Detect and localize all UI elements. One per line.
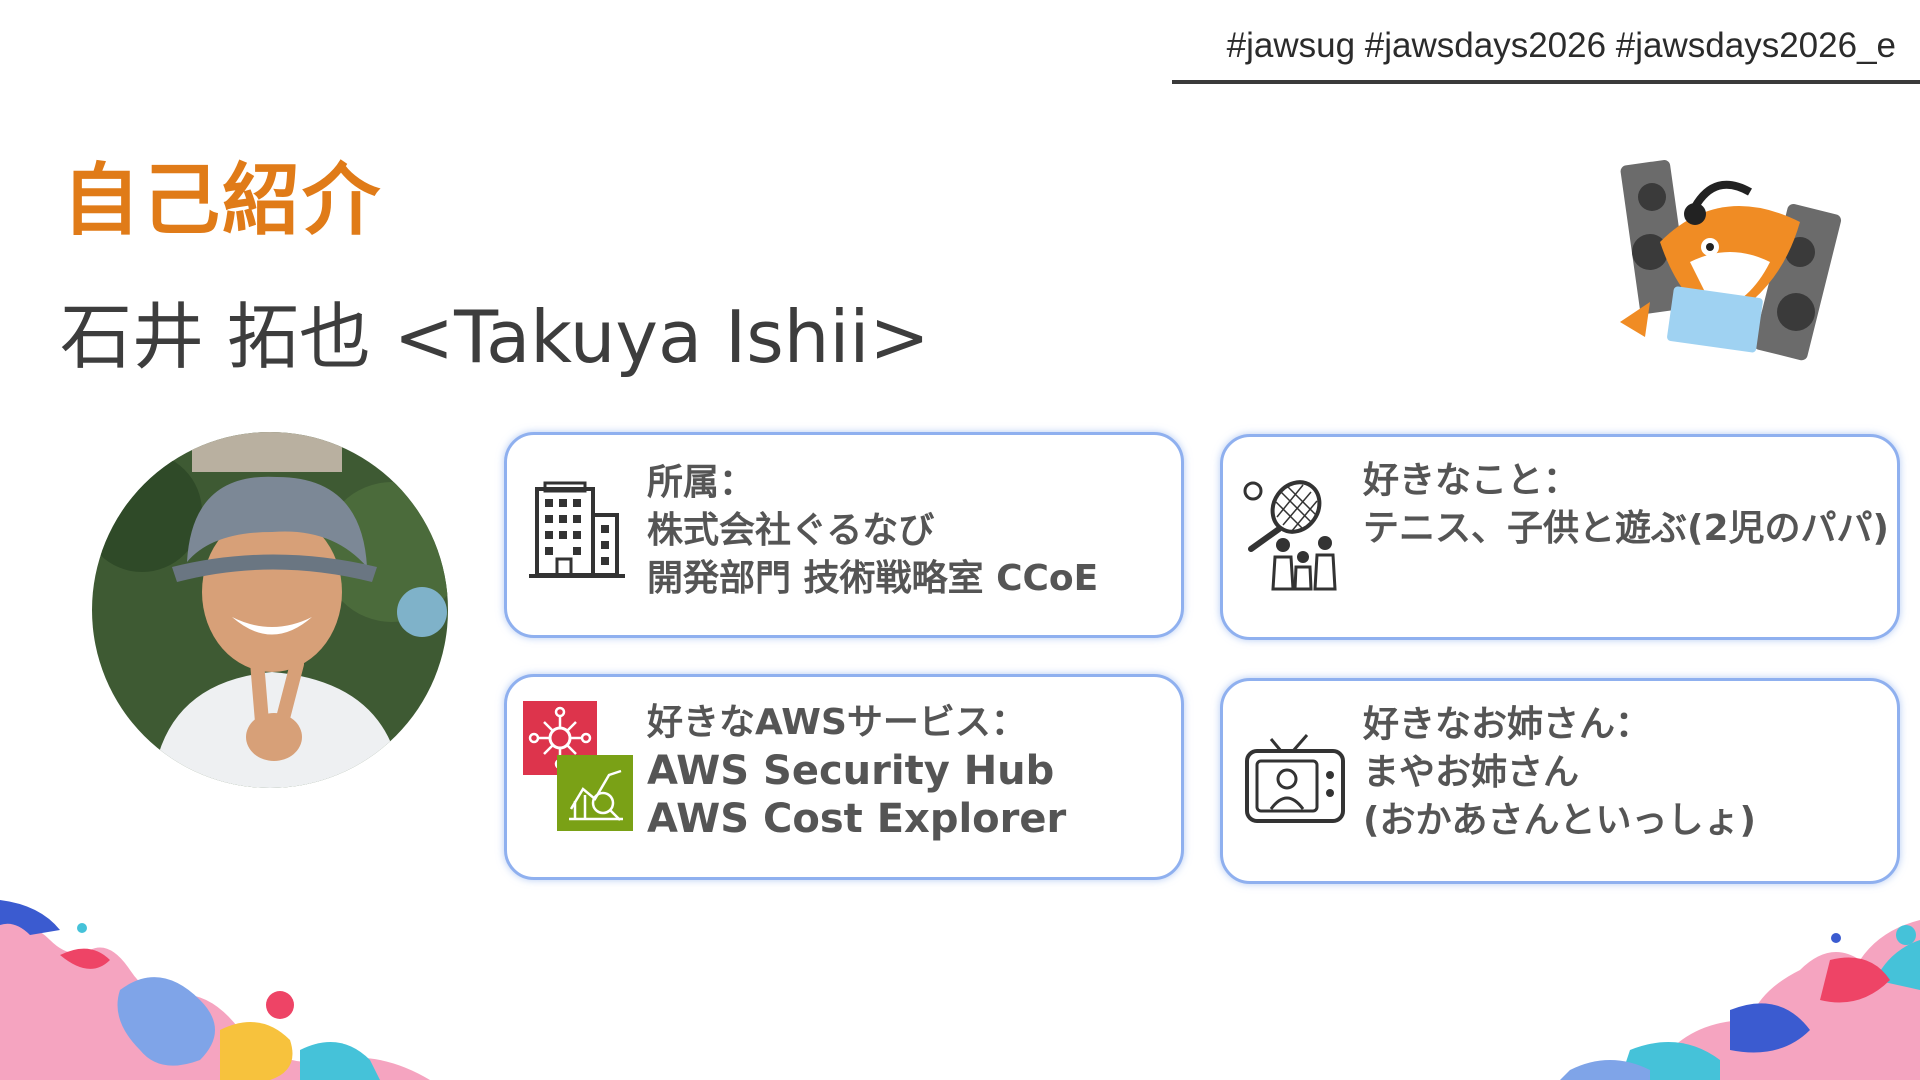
- aws-service-cost-explorer: AWS Cost Explorer: [647, 796, 1067, 842]
- sister-program: (おかあさんといっしょ): [1363, 800, 1756, 841]
- affiliation-label: 所属：: [647, 462, 756, 503]
- cost-explorer-icon: [557, 755, 633, 831]
- shark-dj-mascot-icon: [1620, 160, 1842, 361]
- header-divider: [1172, 80, 1920, 84]
- television-icon: [1245, 734, 1345, 823]
- affiliation-card: 所属： 株式会社ぐるなび 開発部門 技術戦略室 CCoE: [504, 432, 1184, 638]
- affiliation-company: 株式会社ぐるなび: [647, 510, 935, 551]
- favorite-sister-card: 好きなお姉さん： まやお姉さん (おかあさんといっしょ): [1220, 678, 1900, 884]
- affiliation-department: 開発部門 技術戦略室 CCoE: [647, 558, 1099, 599]
- slide-title: 自己紹介: [62, 156, 383, 246]
- hashtags: #jawsug #jawsdays2026 #jawsdays2026_e: [1226, 26, 1896, 65]
- sister-name: まやお姉さん: [1363, 752, 1580, 793]
- profile-photo: [92, 432, 448, 788]
- hobby-value: テニス、子供と遊ぶ(2児のパパ): [1363, 508, 1889, 549]
- hobby-card: 好きなこと： テニス、子供と遊ぶ(2児のパパ): [1220, 434, 1900, 640]
- speaker-name: 石井 拓也 <Takuya Ishii>: [60, 295, 930, 379]
- hobby-label: 好きなこと：: [1363, 460, 1580, 501]
- aws-label: 好きなAWSサービス：: [647, 702, 1027, 743]
- aws-service-security-hub: AWS Security Hub: [647, 748, 1055, 794]
- decorative-splash-left-icon: [0, 900, 430, 1080]
- tennis-family-icon: [1243, 480, 1337, 591]
- aws-service-icons: [523, 701, 633, 831]
- sister-label: 好きなお姉さん：: [1363, 704, 1652, 745]
- building-icon: [529, 481, 625, 578]
- aws-services-card: 好きなAWSサービス： AWS Security Hub AWS Cost Ex…: [504, 674, 1184, 880]
- decorative-splash-right-icon: [1560, 920, 1920, 1080]
